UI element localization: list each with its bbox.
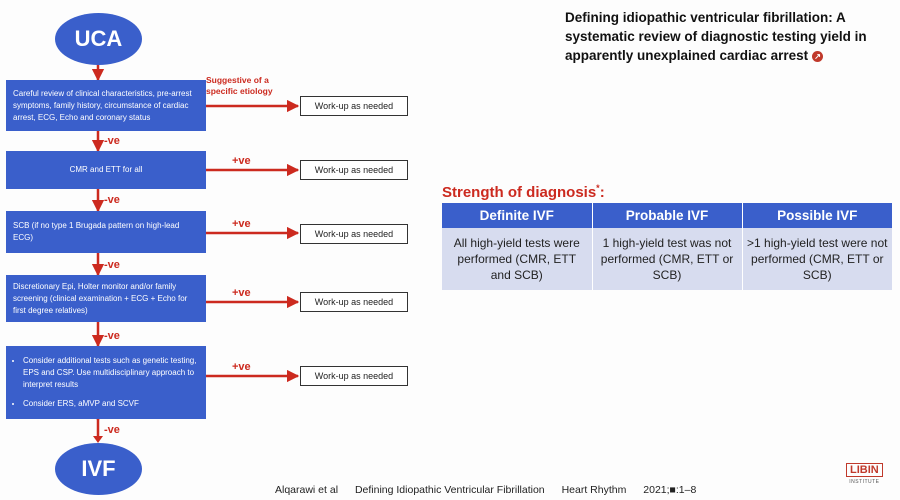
external-link-icon[interactable]: ↗ — [812, 50, 824, 62]
workup-box: Work-up as needed — [300, 292, 408, 312]
footer-paper: Defining Idiopathic Ventricular Fibrilla… — [354, 484, 545, 496]
slide-title: Defining idiopathic ventricular fibrilla… — [565, 8, 895, 65]
etiology-label: Suggestive of a specific etiology — [206, 75, 273, 96]
positive-label: +ve — [232, 361, 251, 373]
arrow-down-end — [93, 418, 103, 443]
negative-label: -ve — [104, 135, 120, 147]
table-row: All high-yield tests were performed (CMR… — [442, 228, 892, 290]
footer-journal: Heart Rhythm — [561, 484, 627, 496]
step-cmr-ett: CMR and ETT for all — [6, 151, 206, 189]
step-clinical-review-text: Careful review of clinical characteristi… — [13, 88, 192, 122]
negative-label: -ve — [104, 330, 120, 342]
citation-footer: Alqarawi et al Defining Idiopathic Ventr… — [275, 484, 710, 496]
uca-oval: UCA — [55, 13, 142, 65]
strength-heading-text: Strength of diagnosis — [442, 184, 597, 201]
step-bullet: Consider ERS, aMVP and SCVF — [23, 398, 199, 410]
ivf-oval: IVF — [55, 443, 142, 495]
workup-box: Work-up as needed — [300, 224, 408, 244]
step-scb: SCB (if no type 1 Brugada pattern on hig… — [6, 211, 206, 253]
step-clinical-review: Careful review of clinical characteristi… — [6, 80, 206, 131]
negative-label: -ve — [104, 259, 120, 271]
strength-table: Definite IVF Probable IVF Possible IVF A… — [442, 203, 892, 290]
strength-marker: * — [596, 183, 600, 193]
step-cmr-ett-text: CMR and ETT for all — [69, 165, 143, 174]
table-cell: All high-yield tests were performed (CMR… — [442, 228, 593, 290]
positive-label: +ve — [232, 218, 251, 230]
workup-box: Work-up as needed — [300, 366, 408, 386]
table-cell: 1 high-yield test was not performed (CMR… — [592, 228, 743, 290]
positive-label: +ve — [232, 287, 251, 299]
table-header: Probable IVF — [592, 203, 743, 228]
footer-citation: 2021;■:1–8 — [643, 484, 697, 496]
libin-logo: LIBIN INSTITUTE — [846, 463, 883, 485]
table-header-row: Definite IVF Probable IVF Possible IVF — [442, 203, 892, 228]
workup-box: Work-up as needed — [300, 160, 408, 180]
logo-name: LIBIN — [846, 463, 883, 477]
strength-heading: Strength of diagnosis*: — [442, 183, 605, 201]
logo-sub: INSTITUTE — [849, 479, 880, 485]
negative-label: -ve — [104, 424, 120, 436]
table-header: Possible IVF — [742, 203, 892, 228]
workup-box: Work-up as needed — [300, 96, 408, 116]
step-additional-tests: Consider additional tests such as geneti… — [6, 346, 206, 419]
slide-title-text: Defining idiopathic ventricular fibrilla… — [565, 10, 867, 63]
footer-authors: Alqarawi et al — [275, 484, 339, 496]
strength-colon: : — [599, 184, 605, 201]
step-scb-text: SCB (if no type 1 Brugada pattern on hig… — [13, 221, 180, 242]
step-discretionary-text: Discretionary Epi, Holter monitor and/or… — [13, 281, 188, 315]
table-cell: >1 high-yield test were not performed (C… — [742, 228, 892, 290]
step-bullet: Consider additional tests such as geneti… — [23, 355, 199, 391]
step-discretionary: Discretionary Epi, Holter monitor and/or… — [6, 275, 206, 322]
positive-label: +ve — [232, 155, 251, 167]
table-header: Definite IVF — [442, 203, 593, 228]
negative-label: -ve — [104, 194, 120, 206]
